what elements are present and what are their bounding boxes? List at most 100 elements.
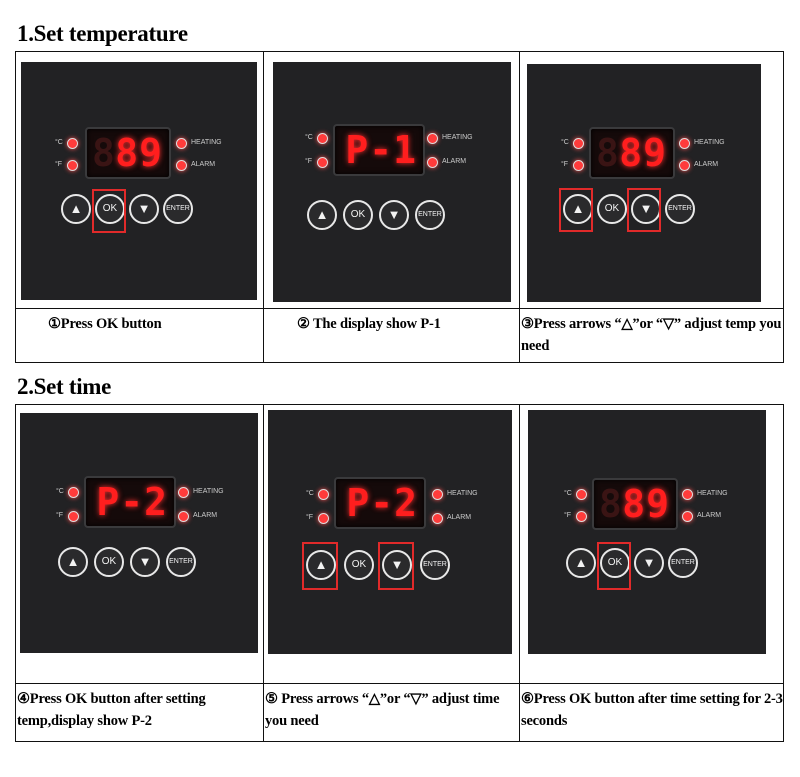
fahrenheit-led	[317, 157, 328, 168]
up-arrow-button[interactable]: ▲	[307, 200, 337, 230]
step-2-caption-cell: ② The display show P-1	[263, 308, 520, 363]
heating-led	[427, 133, 438, 144]
section-title-temperature: 1.Set temperature	[17, 21, 188, 46]
down-arrow-button[interactable]: ▼	[379, 200, 409, 230]
step-4-image-cell: °C °F P-2 HEATING ALARM ▲ OK ▼ ENTER	[15, 404, 264, 684]
heating-led	[432, 489, 443, 500]
alarm-label: ALARM	[193, 512, 218, 519]
alarm-led	[432, 513, 443, 524]
enter-button[interactable]: ENTER	[166, 547, 196, 577]
step-5-caption-cell: ⑤ Press arrows “△”or “▽” adjust time you…	[263, 683, 520, 742]
down-arrow-highlight-box	[378, 542, 414, 590]
up-arrow-highlight-box	[302, 542, 338, 590]
enter-button[interactable]: ENTER	[163, 194, 193, 224]
fahrenheit-led	[576, 511, 587, 522]
enter-button[interactable]: ENTER	[668, 548, 698, 578]
display-value: P-2	[96, 480, 168, 524]
heating-label: HEATING	[447, 490, 478, 497]
display-value: P-1	[345, 128, 417, 172]
fahrenheit-label: °F	[561, 161, 569, 168]
enter-button[interactable]: ENTER	[415, 200, 445, 230]
celsius-label: °C	[561, 139, 569, 146]
fahrenheit-led	[68, 511, 79, 522]
up-arrow-button[interactable]: ▲	[58, 547, 88, 577]
led-display: 8 89	[85, 127, 171, 179]
heating-led	[178, 487, 189, 498]
step-caption: ④Press OK button after setting temp,disp…	[17, 691, 206, 729]
alarm-label: ALARM	[191, 161, 216, 168]
alarm-led	[178, 511, 189, 522]
celsius-label: °C	[305, 134, 313, 141]
fahrenheit-label: °F	[305, 158, 313, 165]
step-6-image-cell: °C °F 8 89 HEATING ALARM ▲ OK ▼ ENTER	[519, 404, 784, 684]
step-5-image-cell: °C °F P-2 HEATING ALARM ▲ OK ▼ ENTER	[263, 404, 520, 684]
ok-highlight-box	[597, 542, 631, 590]
celsius-label: °C	[55, 139, 63, 146]
ok-button[interactable]: OK	[94, 547, 124, 577]
alarm-led	[176, 160, 187, 171]
step-6-caption-cell: ⑥Press OK button after time setting for …	[519, 683, 784, 742]
section-title-time: 2.Set time	[17, 374, 112, 399]
heating-label: HEATING	[442, 134, 473, 141]
time-steps-table: °C °F P-2 HEATING ALARM ▲ OK ▼ ENTER °C	[15, 404, 784, 742]
display-value: 89	[619, 131, 667, 175]
fahrenheit-label: °F	[55, 161, 63, 168]
temperature-steps-table: °C °F 8 89 HEATING ALARM ▲ OK ▼ ENTER	[15, 51, 784, 363]
ghost-digit: 8	[596, 131, 619, 175]
led-display: P-2	[334, 477, 426, 529]
celsius-led	[576, 489, 587, 500]
step-caption: ⑤ Press arrows “△”or “▽” adjust time you…	[265, 691, 500, 729]
enter-button[interactable]: ENTER	[420, 550, 450, 580]
ok-button[interactable]: OK	[95, 194, 125, 224]
alarm-label: ALARM	[447, 514, 472, 521]
controller-panel: °C °F 8 89 HEATING ALARM ▲ OK ▼ ENTER	[528, 410, 766, 654]
alarm-label: ALARM	[697, 512, 722, 519]
down-arrow-button[interactable]: ▼	[634, 548, 664, 578]
heating-label: HEATING	[694, 139, 725, 146]
led-display: P-1	[333, 124, 425, 176]
fahrenheit-led	[67, 160, 78, 171]
ok-button[interactable]: OK	[343, 200, 373, 230]
down-arrow-highlight-box	[627, 188, 661, 232]
fahrenheit-label: °F	[306, 514, 314, 521]
ghost-digit: 8	[92, 131, 115, 175]
heating-led	[682, 489, 693, 500]
celsius-led	[67, 138, 78, 149]
celsius-led	[318, 489, 329, 500]
up-arrow-button[interactable]: ▲	[306, 550, 336, 580]
ok-button[interactable]: OK	[597, 194, 627, 224]
display-value: 89	[622, 482, 670, 526]
down-arrow-button[interactable]: ▼	[129, 194, 159, 224]
step-caption: ⑥Press OK button after time setting for …	[521, 691, 783, 729]
up-arrow-button[interactable]: ▲	[563, 194, 593, 224]
step-3-caption-cell: ③Press arrows “△”or “▽” adjust temp you …	[519, 308, 784, 363]
led-display: 8 89	[592, 478, 678, 530]
fahrenheit-led	[318, 513, 329, 524]
heating-label: HEATING	[191, 139, 222, 146]
heating-led	[176, 138, 187, 149]
celsius-led	[68, 487, 79, 498]
alarm-led	[679, 160, 690, 171]
alarm-led	[427, 157, 438, 168]
down-arrow-button[interactable]: ▼	[130, 547, 160, 577]
alarm-label: ALARM	[694, 161, 719, 168]
ghost-digit: 8	[599, 482, 622, 526]
up-arrow-button[interactable]: ▲	[61, 194, 91, 224]
up-arrow-button[interactable]: ▲	[566, 548, 596, 578]
step-caption: ①Press OK button	[48, 316, 162, 332]
heating-label: HEATING	[193, 488, 224, 495]
step-2-image-cell: °C °F P-1 HEATING ALARM ▲ OK ▼ ENTER	[263, 51, 520, 309]
led-display: P-2	[84, 476, 176, 528]
enter-button[interactable]: ENTER	[665, 194, 695, 224]
celsius-label: °C	[564, 490, 572, 497]
alarm-led	[682, 511, 693, 522]
led-display: 8 89	[589, 127, 675, 179]
step-3-image-cell: °C °F 8 89 HEATING ALARM ▲ OK ▼ ENTER	[519, 51, 784, 309]
fahrenheit-label: °F	[564, 512, 572, 519]
step-caption: ③Press arrows “△”or “▽” adjust temp you …	[521, 316, 782, 354]
display-value: 89	[115, 131, 163, 175]
down-arrow-button[interactable]: ▼	[382, 550, 412, 580]
up-arrow-highlight-box	[559, 188, 593, 232]
ok-button[interactable]: OK	[344, 550, 374, 580]
down-arrow-button[interactable]: ▼	[631, 194, 661, 224]
